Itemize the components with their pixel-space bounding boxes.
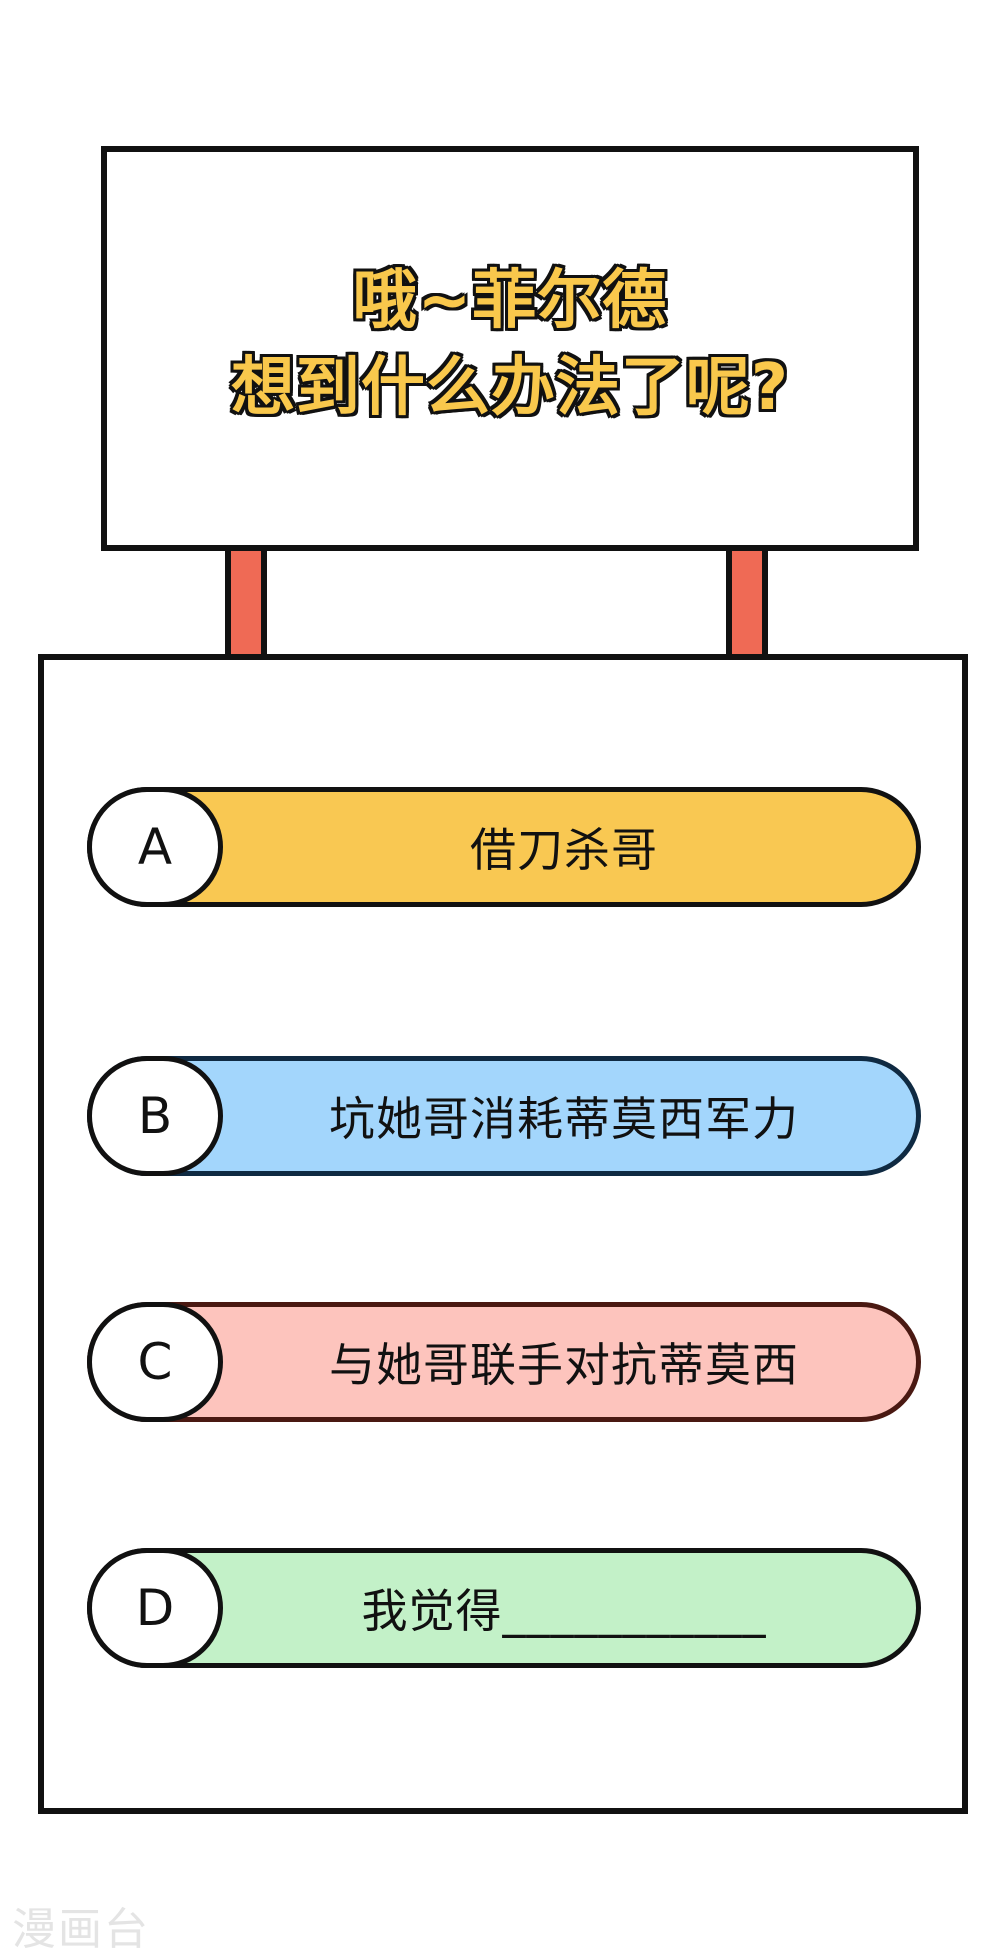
option-c-text: 与她哥联手对抗蒂莫西 xyxy=(329,1338,799,1392)
option-b-text: 坑她哥消耗蒂莫西军力 xyxy=(329,1092,799,1146)
option-c-button[interactable]: C 与她哥联手对抗蒂莫西 xyxy=(87,1302,921,1422)
question-title-line-1: 哦~菲尔德 xyxy=(352,264,668,339)
sign-post-left xyxy=(225,551,267,658)
option-d-text: 我觉得___________ xyxy=(361,1584,767,1638)
option-d-button[interactable]: D 我觉得___________ xyxy=(87,1548,921,1668)
option-b-button[interactable]: B 坑她哥消耗蒂莫西军力 xyxy=(87,1056,921,1176)
question-title-line-2: 想到什么办法了呢? xyxy=(230,350,790,425)
option-a-letter: A xyxy=(87,787,223,907)
option-c-letter: C xyxy=(87,1302,223,1422)
question-sign: 哦~菲尔德 想到什么办法了呢? xyxy=(101,146,919,551)
option-b-letter: B xyxy=(87,1056,223,1176)
watermark-logo: 漫画台 xyxy=(12,1904,150,1953)
option-d-letter: D xyxy=(87,1548,223,1668)
option-a-button[interactable]: A 借刀杀哥 xyxy=(87,787,921,907)
option-a-text: 借刀杀哥 xyxy=(470,823,658,877)
sign-post-right xyxy=(726,551,768,658)
